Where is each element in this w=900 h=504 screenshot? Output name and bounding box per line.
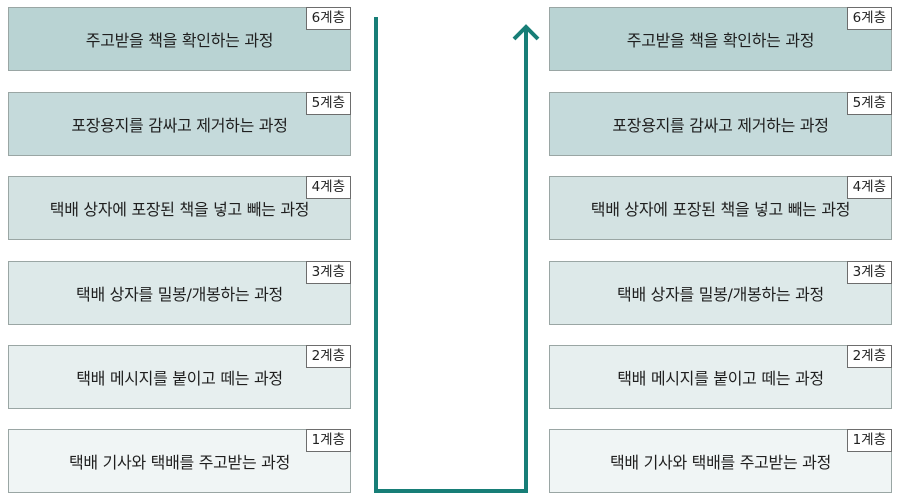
receiver-layer-1-tag: 1계층 xyxy=(846,429,892,452)
receiver-layer-3-tag: 3계층 xyxy=(846,261,892,284)
sender-layer-3: 택배 상자를 밀봉/개봉하는 과정 3계층 xyxy=(8,261,351,325)
sender-layer-2: 택배 메시지를 붙이고 떼는 과정 2계층 xyxy=(8,345,351,409)
sender-layer-5-text: 포장용지를 감싸고 제거하는 과정 xyxy=(71,116,288,135)
receiver-layer-stack: 주고받을 책을 확인하는 과정 6계층 포장용지를 감싸고 제거하는 과정 5계… xyxy=(549,0,892,504)
sender-layer-1: 택배 기사와 택배를 주고받는 과정 1계층 xyxy=(8,429,351,493)
sender-layer-2-tag: 2계층 xyxy=(305,345,351,368)
receiver-layer-1-text: 택배 기사와 택배를 주고받는 과정 xyxy=(609,453,832,472)
sender-layer-4-text: 택배 상자에 포장된 책을 넣고 빼는 과정 xyxy=(49,200,310,219)
sender-layer-stack: 주고받을 책을 확인하는 과정 6계층 포장용지를 감싸고 제거하는 과정 5계… xyxy=(8,0,351,504)
receiver-layer-3-text: 택배 상자를 밀봉/개봉하는 과정 xyxy=(617,285,824,304)
receiver-layer-1: 택배 기사와 택배를 주고받는 과정 1계층 xyxy=(549,429,892,493)
sender-layer-1-text: 택배 기사와 택배를 주고받는 과정 xyxy=(68,453,291,472)
sender-layer-6-tag: 6계층 xyxy=(305,7,351,30)
flow-arrow-line xyxy=(374,17,528,493)
sender-layer-2-text: 택배 메시지를 붙이고 떼는 과정 xyxy=(76,369,283,388)
receiver-layer-2: 택배 메시지를 붙이고 떼는 과정 2계층 xyxy=(549,345,892,409)
receiver-layer-3: 택배 상자를 밀봉/개봉하는 과정 3계층 xyxy=(549,261,892,325)
sender-layer-3-text: 택배 상자를 밀봉/개봉하는 과정 xyxy=(76,285,283,304)
sender-layer-1-tag: 1계층 xyxy=(305,429,351,452)
receiver-layer-6-tag: 6계층 xyxy=(846,7,892,30)
receiver-layer-2-tag: 2계층 xyxy=(846,345,892,368)
receiver-layer-4-text: 택배 상자에 포장된 책을 넣고 빼는 과정 xyxy=(590,200,851,219)
receiver-layer-2-text: 택배 메시지를 붙이고 떼는 과정 xyxy=(617,369,824,388)
receiver-layer-5-text: 포장용지를 감싸고 제거하는 과정 xyxy=(612,116,829,135)
receiver-layer-5-tag: 5계층 xyxy=(846,92,892,115)
sender-layer-5-tag: 5계층 xyxy=(305,92,351,115)
sender-layer-6-text: 주고받을 책을 확인하는 과정 xyxy=(85,31,274,50)
receiver-layer-6-text: 주고받을 책을 확인하는 과정 xyxy=(626,31,815,50)
flow-arrow-head-icon xyxy=(512,24,540,41)
sender-layer-5: 포장용지를 감싸고 제거하는 과정 5계층 xyxy=(8,92,351,156)
sender-layer-4-tag: 4계층 xyxy=(305,176,351,199)
receiver-layer-5: 포장용지를 감싸고 제거하는 과정 5계층 xyxy=(549,92,892,156)
sender-layer-3-tag: 3계층 xyxy=(305,261,351,284)
sender-layer-6: 주고받을 책을 확인하는 과정 6계층 xyxy=(8,7,351,71)
receiver-layer-4-tag: 4계층 xyxy=(846,176,892,199)
receiver-layer-4: 택배 상자에 포장된 책을 넣고 빼는 과정 4계층 xyxy=(549,176,892,240)
sender-layer-4: 택배 상자에 포장된 책을 넣고 빼는 과정 4계층 xyxy=(8,176,351,240)
receiver-layer-6: 주고받을 책을 확인하는 과정 6계층 xyxy=(549,7,892,71)
